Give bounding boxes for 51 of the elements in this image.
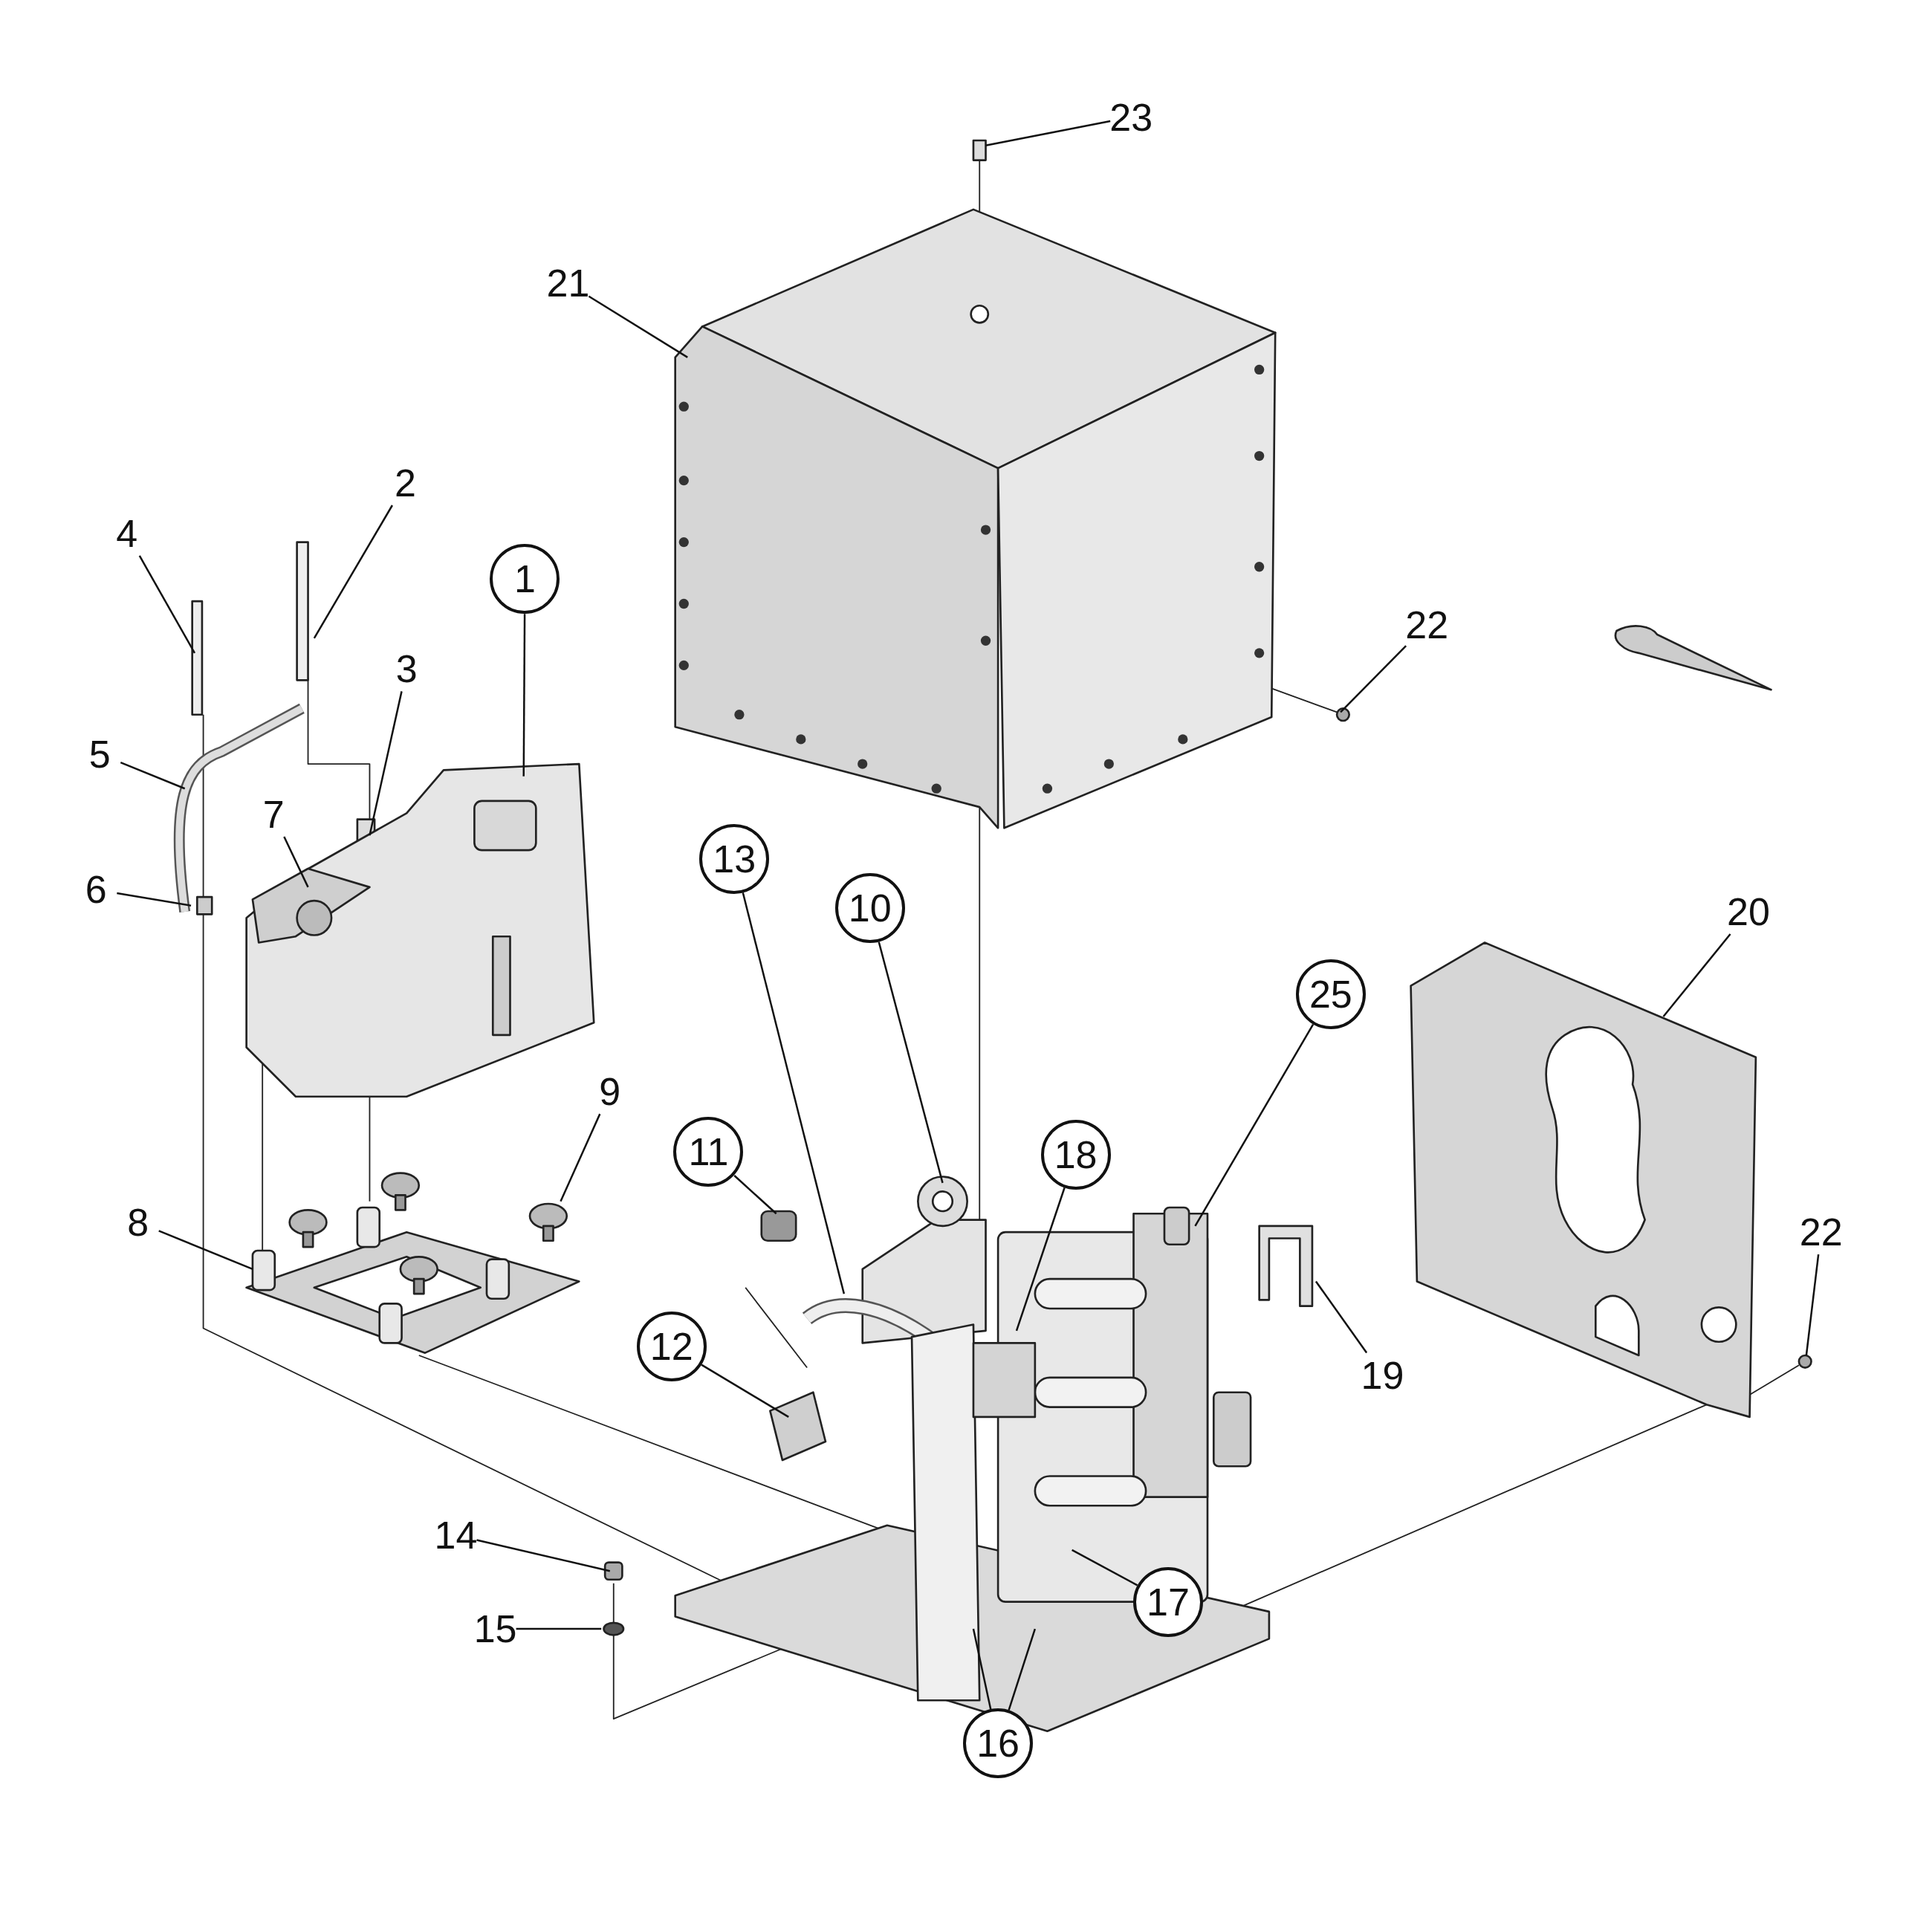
leader-line [1008, 1628, 1037, 1711]
callout-number: 3 [395, 649, 418, 689]
callout-number: 1 [513, 560, 536, 599]
leader-line [1194, 1024, 1315, 1227]
callout-number: 18 [1054, 1135, 1098, 1174]
callout-number: 25 [1309, 975, 1352, 1014]
leader-line [369, 691, 403, 836]
leader-line [985, 120, 1111, 146]
leader-line [972, 1628, 992, 1710]
callout-number: 16 [976, 1724, 1020, 1763]
leader-line [560, 1113, 601, 1202]
callout-number: 15 [473, 1610, 517, 1649]
leader-line [522, 614, 526, 777]
leader-line [1315, 1280, 1368, 1354]
callout-number: 19 [1361, 1355, 1404, 1395]
leader-line [120, 762, 186, 790]
callout-number: 22 [1799, 1213, 1843, 1252]
leader-line [1340, 645, 1407, 713]
callout-number: 14 [434, 1516, 478, 1555]
leader-line [878, 941, 944, 1184]
callout-number: 13 [713, 839, 756, 878]
callout-number: 22 [1405, 605, 1449, 644]
leader-line [701, 1364, 789, 1418]
callout-number: 11 [688, 1132, 729, 1172]
callout-number: 7 [262, 795, 285, 834]
callout-number: 4 [116, 514, 138, 553]
leader-line [313, 505, 393, 639]
leader-line [138, 555, 196, 654]
callout-number: 23 [1109, 97, 1153, 137]
callout-number: 10 [848, 889, 892, 928]
leader-line [158, 1230, 253, 1271]
leader-line [476, 1539, 611, 1572]
callout-number: 8 [127, 1202, 149, 1242]
leader-line [1015, 1187, 1066, 1332]
callout-number: 9 [599, 1072, 621, 1112]
leader-line [1072, 1549, 1138, 1586]
callout-number: 20 [1727, 892, 1770, 932]
leader-line [1805, 1254, 1820, 1356]
leader-line [742, 892, 846, 1294]
leader-line [1662, 933, 1731, 1017]
callout-number: 21 [546, 264, 590, 303]
callout-number: 5 [88, 734, 111, 774]
callout-number: 6 [85, 870, 107, 910]
leader-line [733, 1175, 777, 1215]
leader-line [588, 295, 688, 358]
callout-number: 17 [1147, 1582, 1190, 1621]
leader-line [117, 892, 192, 907]
leader-line [283, 836, 309, 888]
callout-number: 2 [395, 464, 416, 502]
leader-line [516, 1627, 602, 1630]
callout-number: 12 [649, 1327, 693, 1367]
